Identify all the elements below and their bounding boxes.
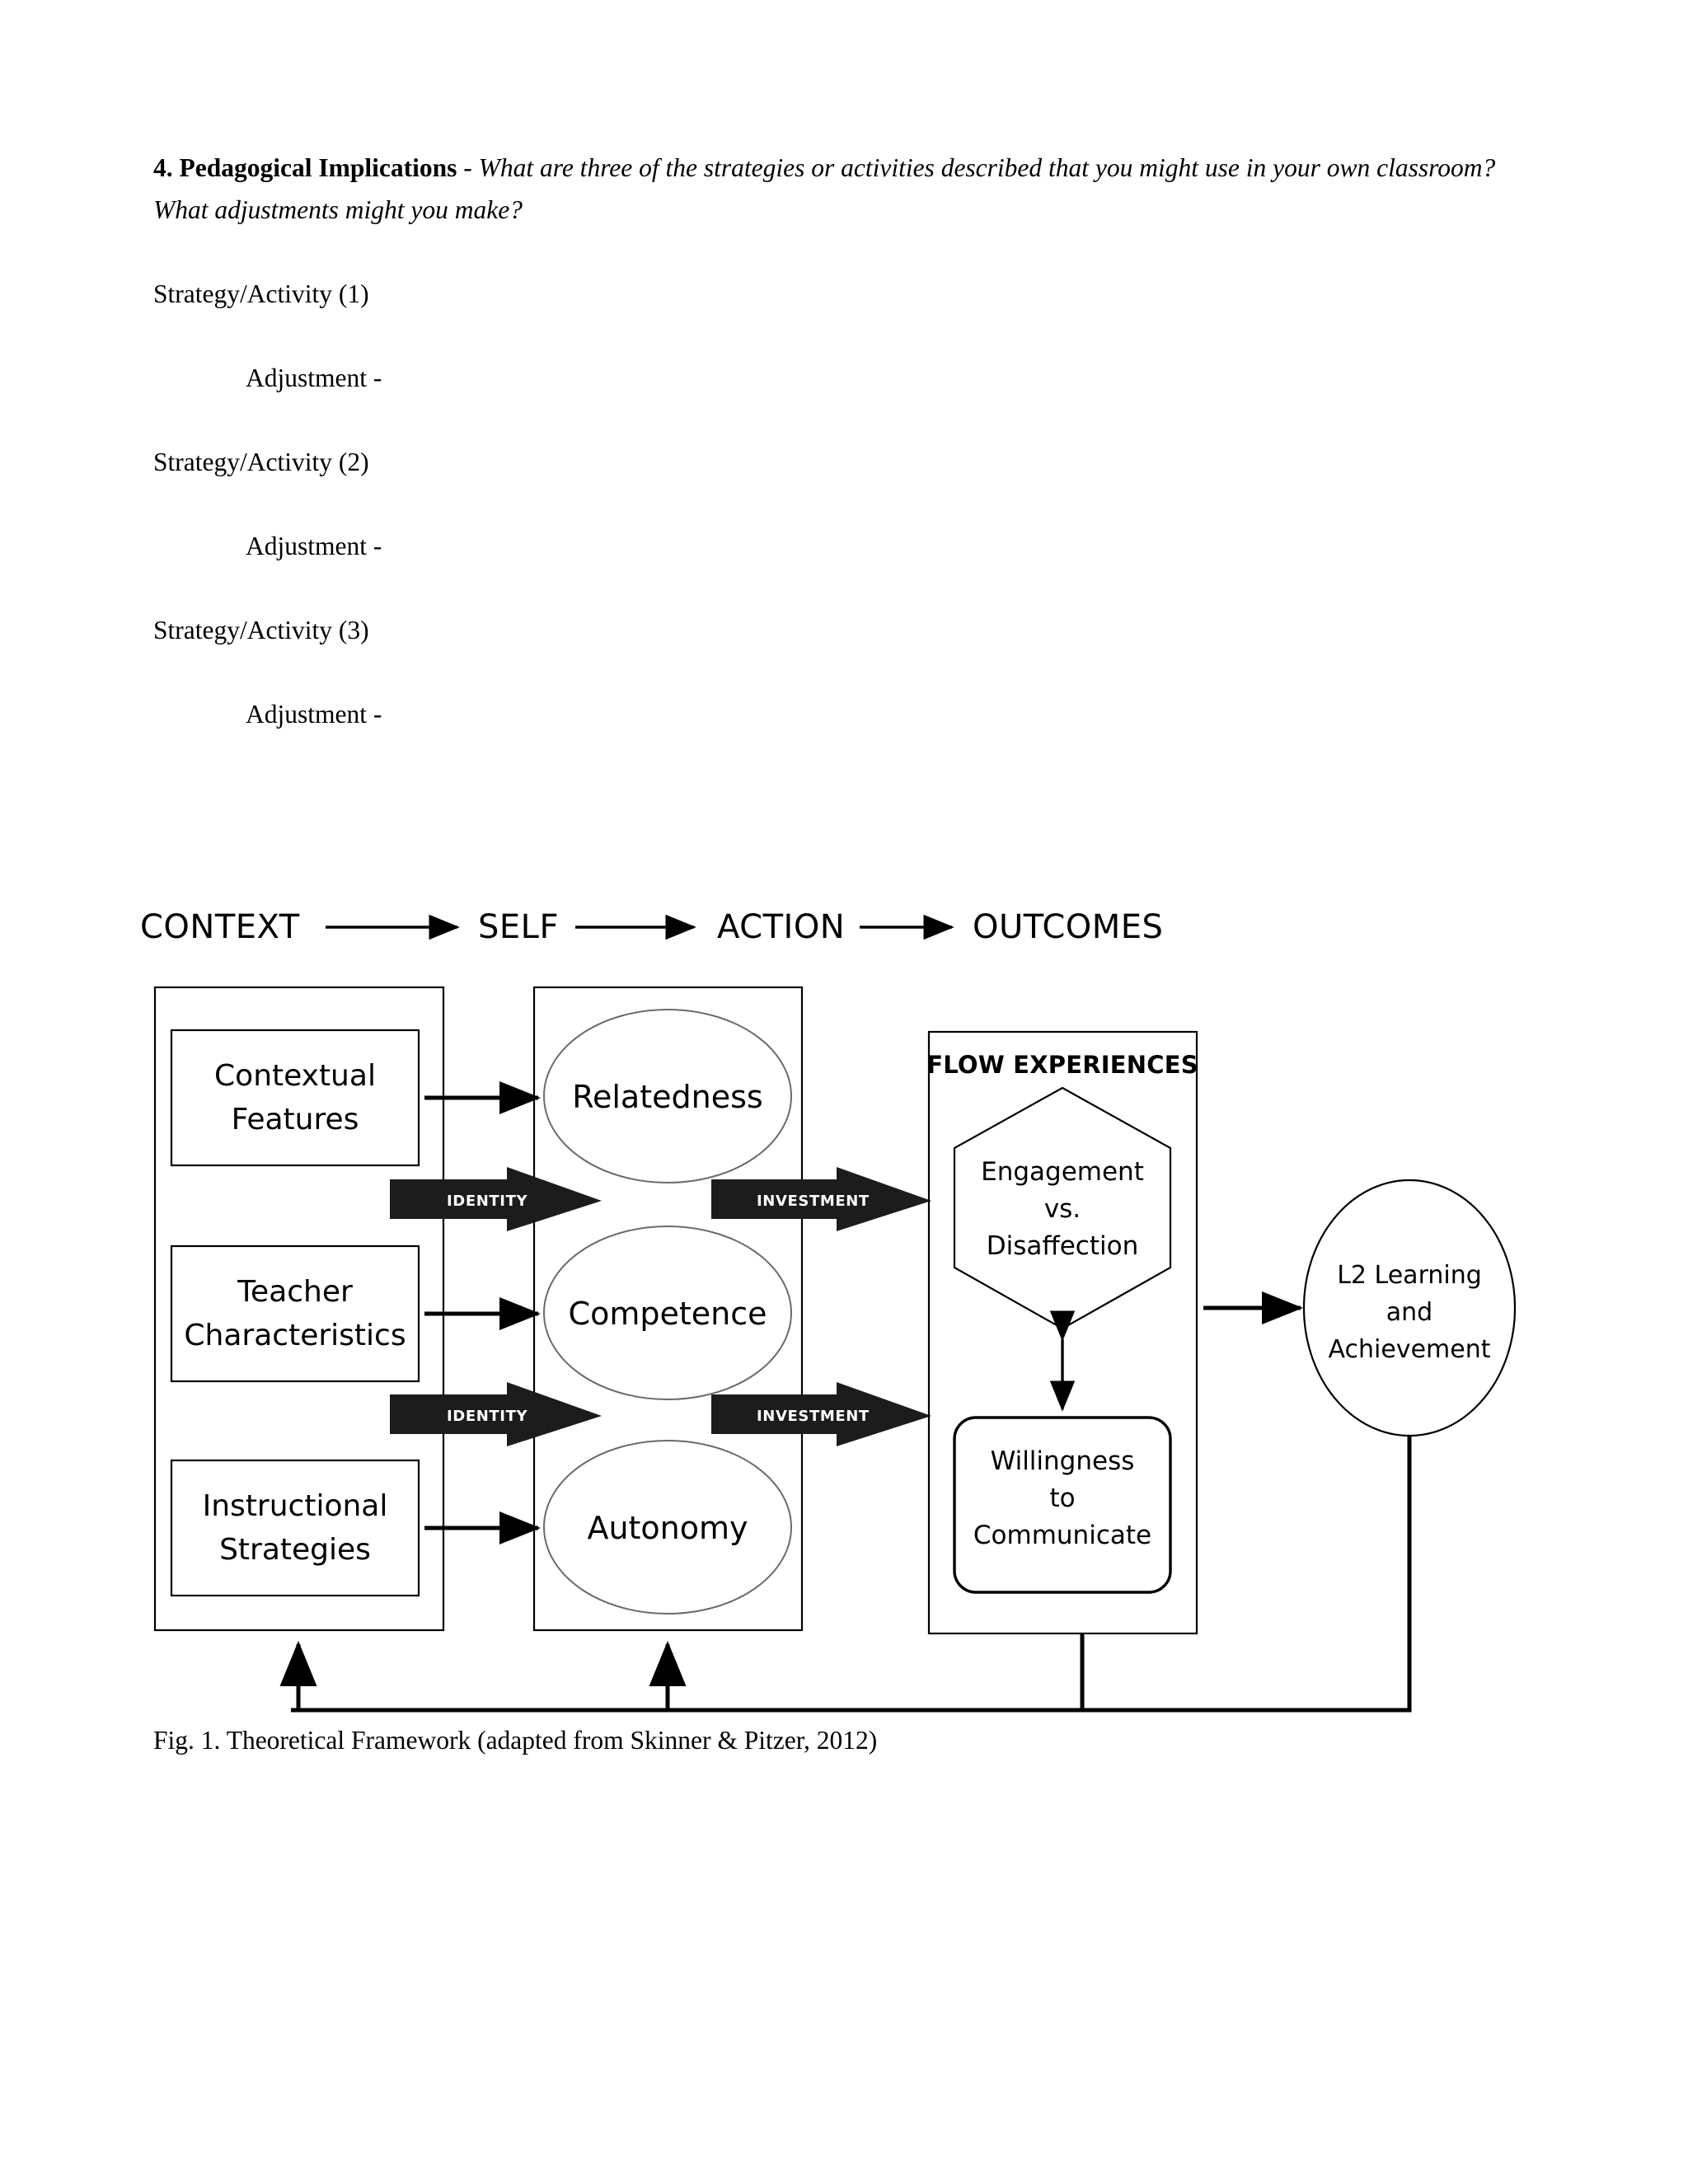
flow-experiences-title: FLOW EXPERIENCES bbox=[926, 1051, 1198, 1079]
identity-band-lower: IDENTITY bbox=[390, 1382, 602, 1446]
stage-header-action: ACTION bbox=[717, 908, 845, 946]
box-teacher-characteristics bbox=[170, 1244, 420, 1383]
blank-line bbox=[153, 399, 1497, 441]
blank-line bbox=[153, 315, 1497, 357]
hexagon-line3: Disaffection bbox=[987, 1231, 1139, 1261]
wtc-line3: Communicate bbox=[973, 1521, 1151, 1550]
identity-band-lower-label: IDENTITY bbox=[447, 1408, 528, 1425]
blank-line bbox=[153, 231, 1497, 273]
question-number: 4. Pedagogical Implications bbox=[153, 153, 457, 182]
box-willingness-to-communicate bbox=[953, 1416, 1172, 1594]
outcome-line2: and bbox=[1386, 1298, 1432, 1327]
wtc-line1: Willingness bbox=[991, 1446, 1135, 1476]
identity-band-upper: IDENTITY bbox=[390, 1167, 602, 1231]
hexagon-line2: vs. bbox=[1044, 1194, 1081, 1224]
figure-caption: Fig. 1. Theoretical Framework (adapted f… bbox=[153, 1726, 878, 1755]
investment-band-upper: INVESTMENT bbox=[711, 1167, 931, 1231]
investment-band-lower-label: INVESTMENT bbox=[757, 1408, 870, 1425]
blank-line bbox=[153, 483, 1497, 525]
ellipse-competence bbox=[543, 1226, 792, 1400]
strategy-line-2: Strategy/Activity (2) bbox=[153, 448, 369, 477]
stage-header-self: SELF bbox=[478, 908, 559, 946]
strategy-line-3: Strategy/Activity (3) bbox=[153, 616, 369, 645]
blank-line bbox=[153, 567, 1497, 609]
box-instructional-strategies bbox=[170, 1459, 420, 1597]
box-instructional-strategies-line1: Instructional bbox=[203, 1489, 388, 1523]
theoretical-framework-figure: CONTEXT SELF ACTION OUTCOMES Contextual … bbox=[140, 841, 1591, 1755]
wtc-line2: to bbox=[1049, 1483, 1075, 1513]
investment-band-lower: INVESTMENT bbox=[711, 1382, 931, 1446]
ellipse-relatedness bbox=[543, 1009, 792, 1183]
hexagon-line1: Engagement bbox=[981, 1157, 1144, 1187]
outcome-line3: Achievement bbox=[1329, 1335, 1491, 1364]
adjustment-line-2: Adjustment - bbox=[246, 532, 382, 561]
box-contextual-features-line2: Features bbox=[232, 1103, 359, 1137]
ellipse-autonomy bbox=[543, 1440, 792, 1615]
ellipse-competence-label: Competence bbox=[569, 1296, 767, 1332]
box-instructional-strategies-line2: Strategies bbox=[219, 1533, 371, 1567]
box-contextual-features-line1: Contextual bbox=[214, 1059, 376, 1093]
identity-band-upper-label: IDENTITY bbox=[447, 1193, 528, 1210]
question-separator: - bbox=[457, 153, 479, 182]
flow-experiences-container bbox=[927, 1030, 1198, 1635]
ellipse-autonomy-label: Autonomy bbox=[587, 1510, 748, 1546]
feedback-loop bbox=[279, 1436, 1412, 1713]
investment-band-lower-shape bbox=[711, 1382, 931, 1446]
adjustment-line-1: Adjustment - bbox=[246, 363, 382, 393]
stage-header-context: CONTEXT bbox=[140, 908, 300, 946]
investment-band-upper-label: INVESTMENT bbox=[757, 1193, 870, 1210]
outcome-line1: L2 Learning bbox=[1337, 1261, 1482, 1290]
worksheet-text-block: 4. Pedagogical Implications - What are t… bbox=[153, 147, 1497, 735]
ellipse-relatedness-label: Relatedness bbox=[572, 1079, 762, 1115]
stage-header-outcomes: OUTCOMES bbox=[973, 908, 1163, 946]
question-prompt: What are three of the strategies or acti… bbox=[153, 153, 1496, 225]
identity-band-lower-shape bbox=[390, 1382, 602, 1446]
context-container bbox=[153, 986, 445, 1632]
box-contextual-features bbox=[170, 1029, 420, 1167]
adjustment-line-3: Adjustment - bbox=[246, 700, 382, 729]
box-teacher-characteristics-line2: Characteristics bbox=[184, 1319, 406, 1352]
identity-band-upper-shape bbox=[390, 1167, 602, 1231]
question-heading: 4. Pedagogical Implications - What are t… bbox=[153, 147, 1497, 231]
stage-header-row: CONTEXT SELF ACTION OUTCOMES bbox=[140, 908, 1163, 946]
blank-line bbox=[153, 651, 1497, 693]
feedback-loop-outcome-path bbox=[291, 1436, 1412, 1713]
investment-band-upper-shape bbox=[711, 1167, 931, 1231]
strategy-line-1: Strategy/Activity (1) bbox=[153, 279, 369, 309]
box-teacher-characteristics-line1: Teacher bbox=[237, 1275, 353, 1309]
